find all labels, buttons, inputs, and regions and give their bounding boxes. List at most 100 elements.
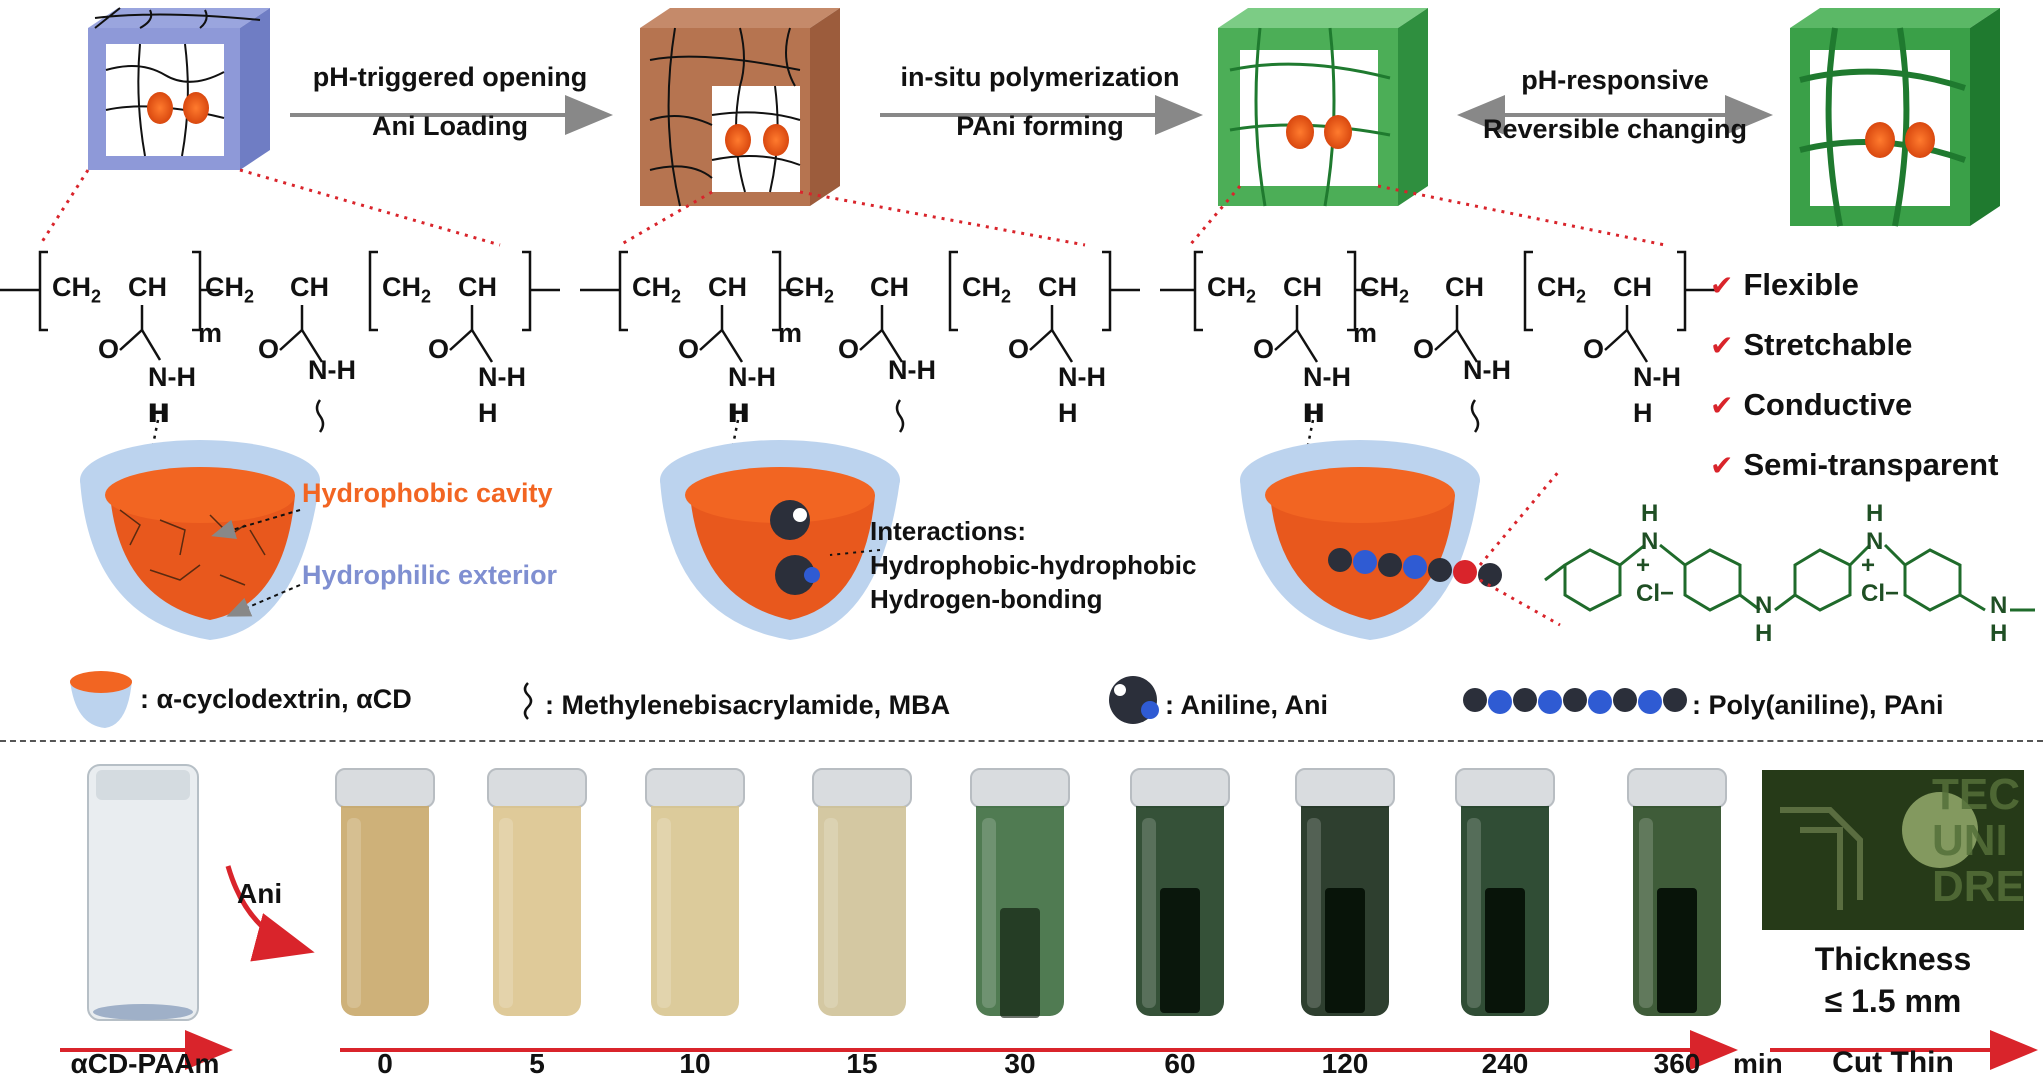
- vial-start: [87, 764, 199, 1021]
- step-1-bottom: Ani Loading: [372, 111, 528, 141]
- polymer-1-atom: N-H: [308, 355, 356, 385]
- property-item: ✔Semi-transparent: [1710, 447, 1999, 482]
- interactions-text: Interactions: Hydrophobic-hydrophobic Hy…: [870, 514, 1196, 616]
- polymer-1-atom: CH: [290, 272, 329, 302]
- polymer-3-atom: CH: [1283, 272, 1322, 302]
- vial-0: [335, 768, 435, 1020]
- check-icon: ✔: [1710, 450, 1734, 481]
- legend-mba-icon: [523, 682, 533, 720]
- time-label-10: 10: [679, 1048, 711, 1079]
- step-3-labels: pH-responsive Reversible changing: [1460, 65, 1770, 145]
- pani-atom-label: Cl−: [1636, 580, 1675, 607]
- thickness-text: Thickness ≤ 1.5 mm: [1762, 938, 2024, 1022]
- pani-atom-label: Cl−: [1861, 580, 1900, 607]
- pani-chain-in-cup: [1328, 548, 1502, 587]
- pani-atom-label: N: [1866, 528, 1884, 555]
- polymer-2-atom: CH2: [785, 272, 835, 307]
- time-label-120: 120: [1321, 1048, 1369, 1079]
- polymer-3-atom: CH2: [1537, 272, 1587, 307]
- cube-green-swollen: [1790, 8, 2000, 227]
- divider: [0, 740, 2043, 742]
- legend-ani: : Aniline, Ani: [1165, 690, 1328, 720]
- legend-pani: : Poly(aniline), PAni: [1692, 690, 1944, 720]
- property-item: ✔Conductive: [1710, 387, 1913, 422]
- interactions-line2: Hydrogen-bonding: [870, 584, 1103, 614]
- polymer-3-atom: O: [1583, 334, 1605, 364]
- polymer-2-atom: CH: [870, 272, 909, 302]
- polymer-3-atom: CH2: [1207, 272, 1257, 307]
- properties-list: ✔Flexible ✔Stretchable ✔Conductive ✔Semi…: [1710, 258, 1998, 498]
- pani-atom-label: +: [1636, 552, 1651, 579]
- time-label-30: 30: [1004, 1048, 1036, 1079]
- legend-cd-icon: [70, 671, 132, 728]
- cd-cup-2: [660, 440, 900, 640]
- polymer-1-atom: CH2: [205, 272, 255, 307]
- film-letters: TEC UNI DRE: [1932, 770, 2025, 911]
- pani-atom-label: N: [1755, 592, 1773, 619]
- vial-240: [1455, 768, 1555, 1020]
- time-label-0: 0: [377, 1048, 393, 1079]
- polymer-3-atom: CH: [1613, 272, 1652, 302]
- cube-brown: [640, 8, 840, 207]
- vial-120: [1295, 768, 1395, 1020]
- step-2-top: in-situ polymerization: [900, 62, 1180, 92]
- pani-structure: [1544, 543, 2035, 612]
- polymer-2-atom: CH: [708, 272, 747, 302]
- polymer-3-atom: m: [1353, 318, 1378, 348]
- polymer-2-atom: N-H: [728, 362, 776, 392]
- vial-30: [970, 768, 1070, 1020]
- time-label-15: 15: [846, 1048, 878, 1079]
- polymer-2-atom: N-H: [888, 355, 936, 385]
- polymer-1-atom: CH2: [52, 272, 102, 307]
- time-label-60: 60: [1164, 1048, 1196, 1079]
- polymer-3-atom: CH2: [1360, 272, 1410, 307]
- polymer-2-atom: N-H: [1058, 362, 1106, 392]
- polymer-2-atom: CH2: [632, 272, 682, 307]
- step-3-top: pH-responsive: [1521, 65, 1709, 95]
- polymer-1-atom: N-H: [148, 362, 196, 392]
- polymer-1-atom: O: [428, 334, 450, 364]
- time-label-5: 5: [529, 1048, 545, 1079]
- legend-pani-icon: [1463, 688, 1687, 714]
- polymer-1-atom: N-H: [478, 362, 526, 392]
- interactions-title: Interactions:: [870, 516, 1027, 546]
- zoom-lines: [38, 168, 1666, 247]
- step-3-bottom: Reversible changing: [1482, 114, 1748, 144]
- thickness-line1: Thickness: [1814, 941, 1972, 977]
- polymer-2-atom: H: [1058, 398, 1078, 428]
- polymer-2-h-bond: H: [730, 398, 750, 428]
- step-1-top: pH-triggered opening: [312, 62, 588, 92]
- polymer-2-atom: m: [778, 318, 803, 348]
- cd-cup-1: [80, 440, 320, 640]
- polymer-2-atom: O: [1008, 334, 1030, 364]
- step-2-bottom: PAni forming: [956, 111, 1124, 141]
- arrow-ani-curve: [225, 865, 315, 962]
- check-icon: ✔: [1710, 330, 1734, 361]
- pani-atom-label: H: [1641, 500, 1659, 527]
- polymer-2-atom: O: [838, 334, 860, 364]
- polymer-2: [580, 250, 1140, 471]
- cube-green: [1218, 8, 1428, 207]
- polymer-1-atom: CH: [128, 272, 167, 302]
- hydrophobic-label: Hydrophobic cavity: [302, 478, 553, 508]
- time-label-360: 360: [1653, 1048, 1701, 1079]
- polymer-1-h-bond: H: [150, 398, 170, 428]
- property-item: ✔Flexible: [1710, 267, 1859, 302]
- polymer-1-atom: CH: [458, 272, 497, 302]
- vial-10: [645, 768, 745, 1020]
- pani-atom-label: H: [1866, 500, 1884, 527]
- polymer-1-atom: m: [198, 318, 223, 348]
- step-1-labels: pH-triggered opening Ani Loading: [290, 62, 610, 142]
- time-unit: min: [1733, 1048, 1783, 1079]
- vial-5: [487, 768, 587, 1020]
- start-label: αCD-PAAm: [70, 1048, 220, 1079]
- polymer-3-h-bond: H: [1305, 398, 1325, 428]
- polymer-3-atom: CH: [1445, 272, 1484, 302]
- polymer-3-atom: N-H: [1463, 355, 1511, 385]
- vial-360: [1627, 768, 1727, 1020]
- time-label-240: 240: [1481, 1048, 1529, 1079]
- legend-cd: : α-cyclodextrin, αCD: [140, 684, 412, 714]
- polymer-2-atom: CH: [1038, 272, 1077, 302]
- step-2-labels: in-situ polymerization PAni forming: [880, 62, 1200, 142]
